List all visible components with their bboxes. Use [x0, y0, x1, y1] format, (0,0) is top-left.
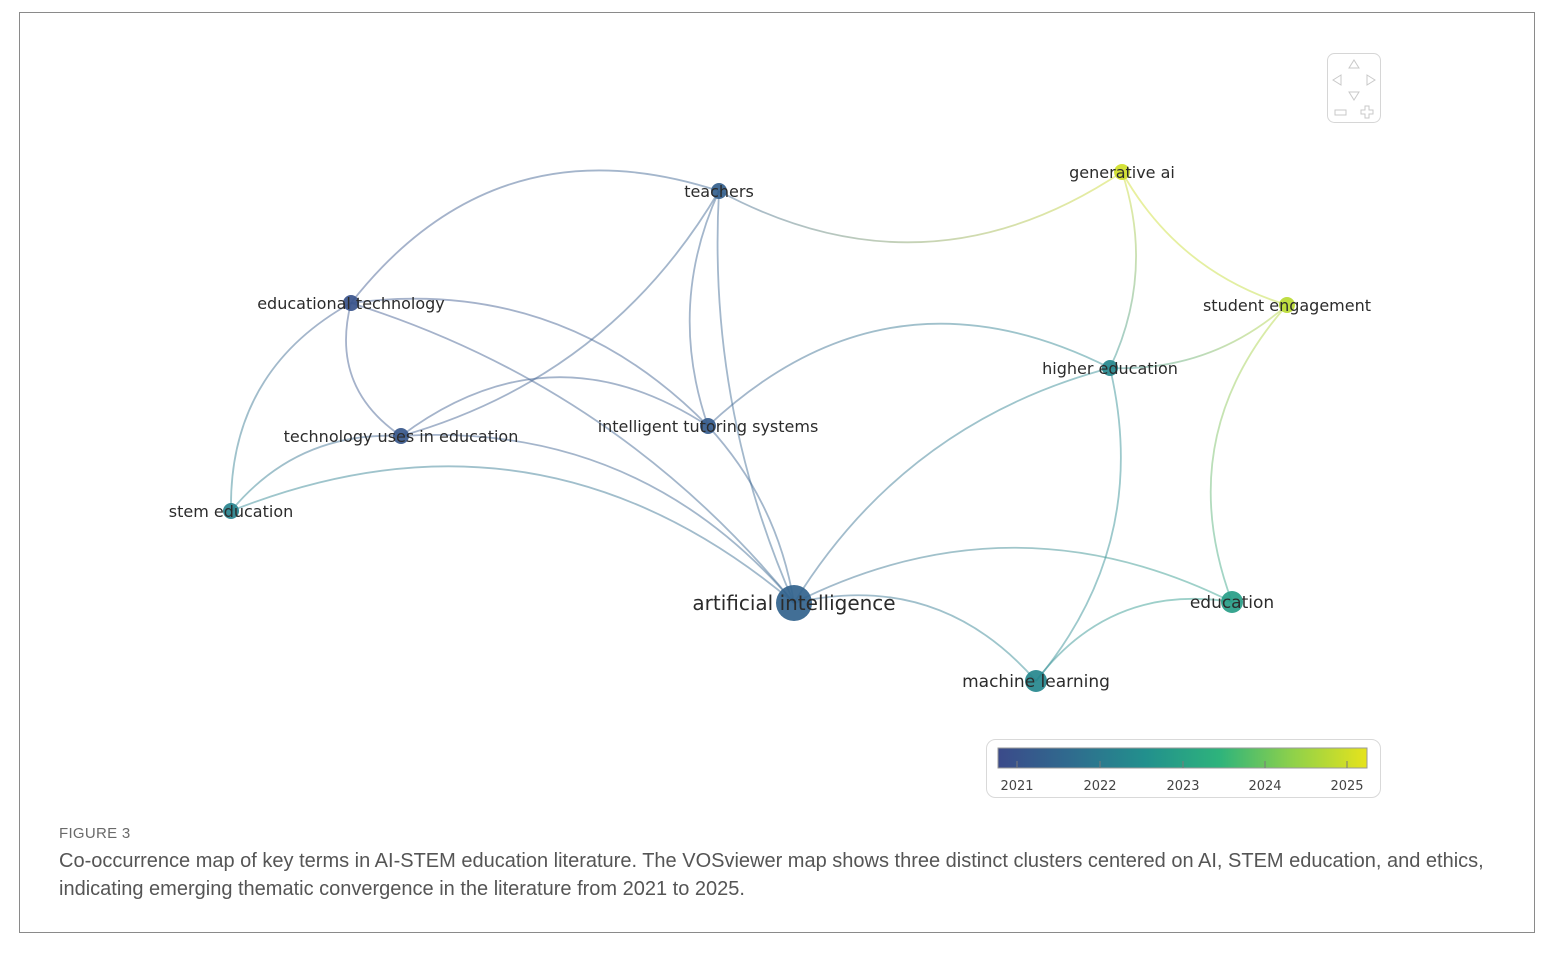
node-label-intelligent-tutoring-systems[interactable]: intelligent tutoring systems — [598, 417, 819, 436]
link-technology-uses-in-education-artificial-intelligence — [400, 434, 795, 604]
link-educational-technology-teachers — [350, 169, 720, 304]
pan-right-icon[interactable] — [1366, 74, 1376, 86]
node-student-engagement[interactable] — [1279, 297, 1295, 313]
pan-left-icon[interactable] — [1332, 74, 1342, 86]
legend-tick-label: 2025 — [1330, 779, 1363, 794]
link-teachers-generative-ai — [718, 171, 1123, 244]
node-artificial-intelligence[interactable] — [776, 585, 812, 621]
node-stem-education[interactable] — [223, 503, 239, 519]
link-higher-education-intelligent-tutoring-systems — [707, 322, 1111, 427]
link-higher-education-machine-learning — [1035, 367, 1122, 682]
network-labels: artificial intelligence teachers generativ… — [169, 163, 1371, 692]
node-label-education[interactable]: education — [1190, 593, 1274, 613]
node-label-generative-ai[interactable]: generative ai — [1069, 163, 1175, 182]
figure-label: FIGURE 3 — [59, 825, 131, 842]
zoom-in-icon[interactable] — [1360, 105, 1374, 119]
year-color-legend: 2021 2022 2023 2024 2025 — [986, 739, 1381, 798]
zoom-out-icon[interactable] — [1334, 109, 1347, 116]
node-higher-education[interactable] — [1102, 360, 1118, 376]
link-student-engagement-education — [1209, 304, 1288, 603]
pan-down-icon[interactable] — [1348, 91, 1360, 101]
node-label-machine-learning[interactable]: machine learning — [962, 672, 1110, 692]
network-links — [230, 169, 1288, 682]
link-artificial-intelligence-machine-learning — [793, 594, 1037, 682]
link-machine-learning-education — [1035, 597, 1233, 682]
link-educational-technology-stem-education — [230, 302, 352, 512]
node-label-teachers[interactable]: teachers — [684, 182, 754, 201]
link-teachers-technology-uses-in-education — [400, 190, 720, 437]
link-technology-uses-in-education-stem-education — [230, 434, 402, 512]
link-generative-ai-higher-education — [1109, 171, 1137, 369]
node-education[interactable] — [1221, 591, 1243, 613]
link-stem-education-artificial-intelligence — [230, 465, 795, 604]
node-technology-uses-in-education[interactable] — [393, 428, 409, 444]
legend-ticks: 2021 2022 2023 2024 2025 — [1000, 761, 1364, 794]
link-educational-technology-technology-uses-in-education — [345, 302, 402, 437]
link-teachers-artificial-intelligence — [716, 190, 795, 604]
link-intelligent-tutoring-systems-artificial-intelligence — [707, 425, 795, 604]
pan-up-icon[interactable] — [1348, 59, 1360, 69]
figure-caption: Co-occurrence map of key terms in AI-STE… — [59, 850, 1484, 900]
link-higher-education-artificial-intelligence — [793, 367, 1111, 604]
legend-tick-label: 2023 — [1166, 779, 1199, 794]
node-label-higher-education[interactable]: higher education — [1042, 359, 1178, 378]
network-nodes — [223, 164, 1295, 692]
link-educational-technology-intelligent-tutoring-systems — [350, 297, 709, 427]
figure-frame — [19, 12, 1535, 933]
node-label-stem-education[interactable]: stem education — [169, 502, 294, 521]
node-label-student-engagement[interactable]: student engagement — [1203, 296, 1371, 315]
legend-tick-label: 2024 — [1248, 779, 1281, 794]
link-generative-ai-student-engagement — [1121, 171, 1288, 306]
node-label-technology-uses-in-education[interactable]: technology uses in education — [284, 427, 519, 446]
node-machine-learning[interactable] — [1025, 670, 1047, 692]
map-navigation-control[interactable] — [1327, 53, 1381, 123]
link-student-engagement-higher-education — [1109, 304, 1288, 370]
node-educational-technology[interactable] — [343, 295, 359, 311]
link-teachers-intelligent-tutoring-systems — [688, 190, 720, 427]
link-artificial-intelligence-education — [793, 546, 1233, 604]
legend-tick-label: 2022 — [1083, 779, 1116, 794]
node-intelligent-tutoring-systems[interactable] — [700, 418, 716, 434]
node-generative-ai[interactable] — [1114, 164, 1130, 180]
node-label-artificial-intelligence[interactable]: artificial intelligence — [692, 591, 895, 615]
link-educational-technology-artificial-intelligence — [350, 302, 795, 604]
legend-tick-label: 2021 — [1000, 779, 1033, 794]
node-label-educational-technology[interactable]: educational technology — [257, 294, 445, 313]
link-technology-uses-in-education-intelligent-tutoring-systems — [400, 376, 709, 437]
node-teachers[interactable] — [711, 183, 727, 199]
